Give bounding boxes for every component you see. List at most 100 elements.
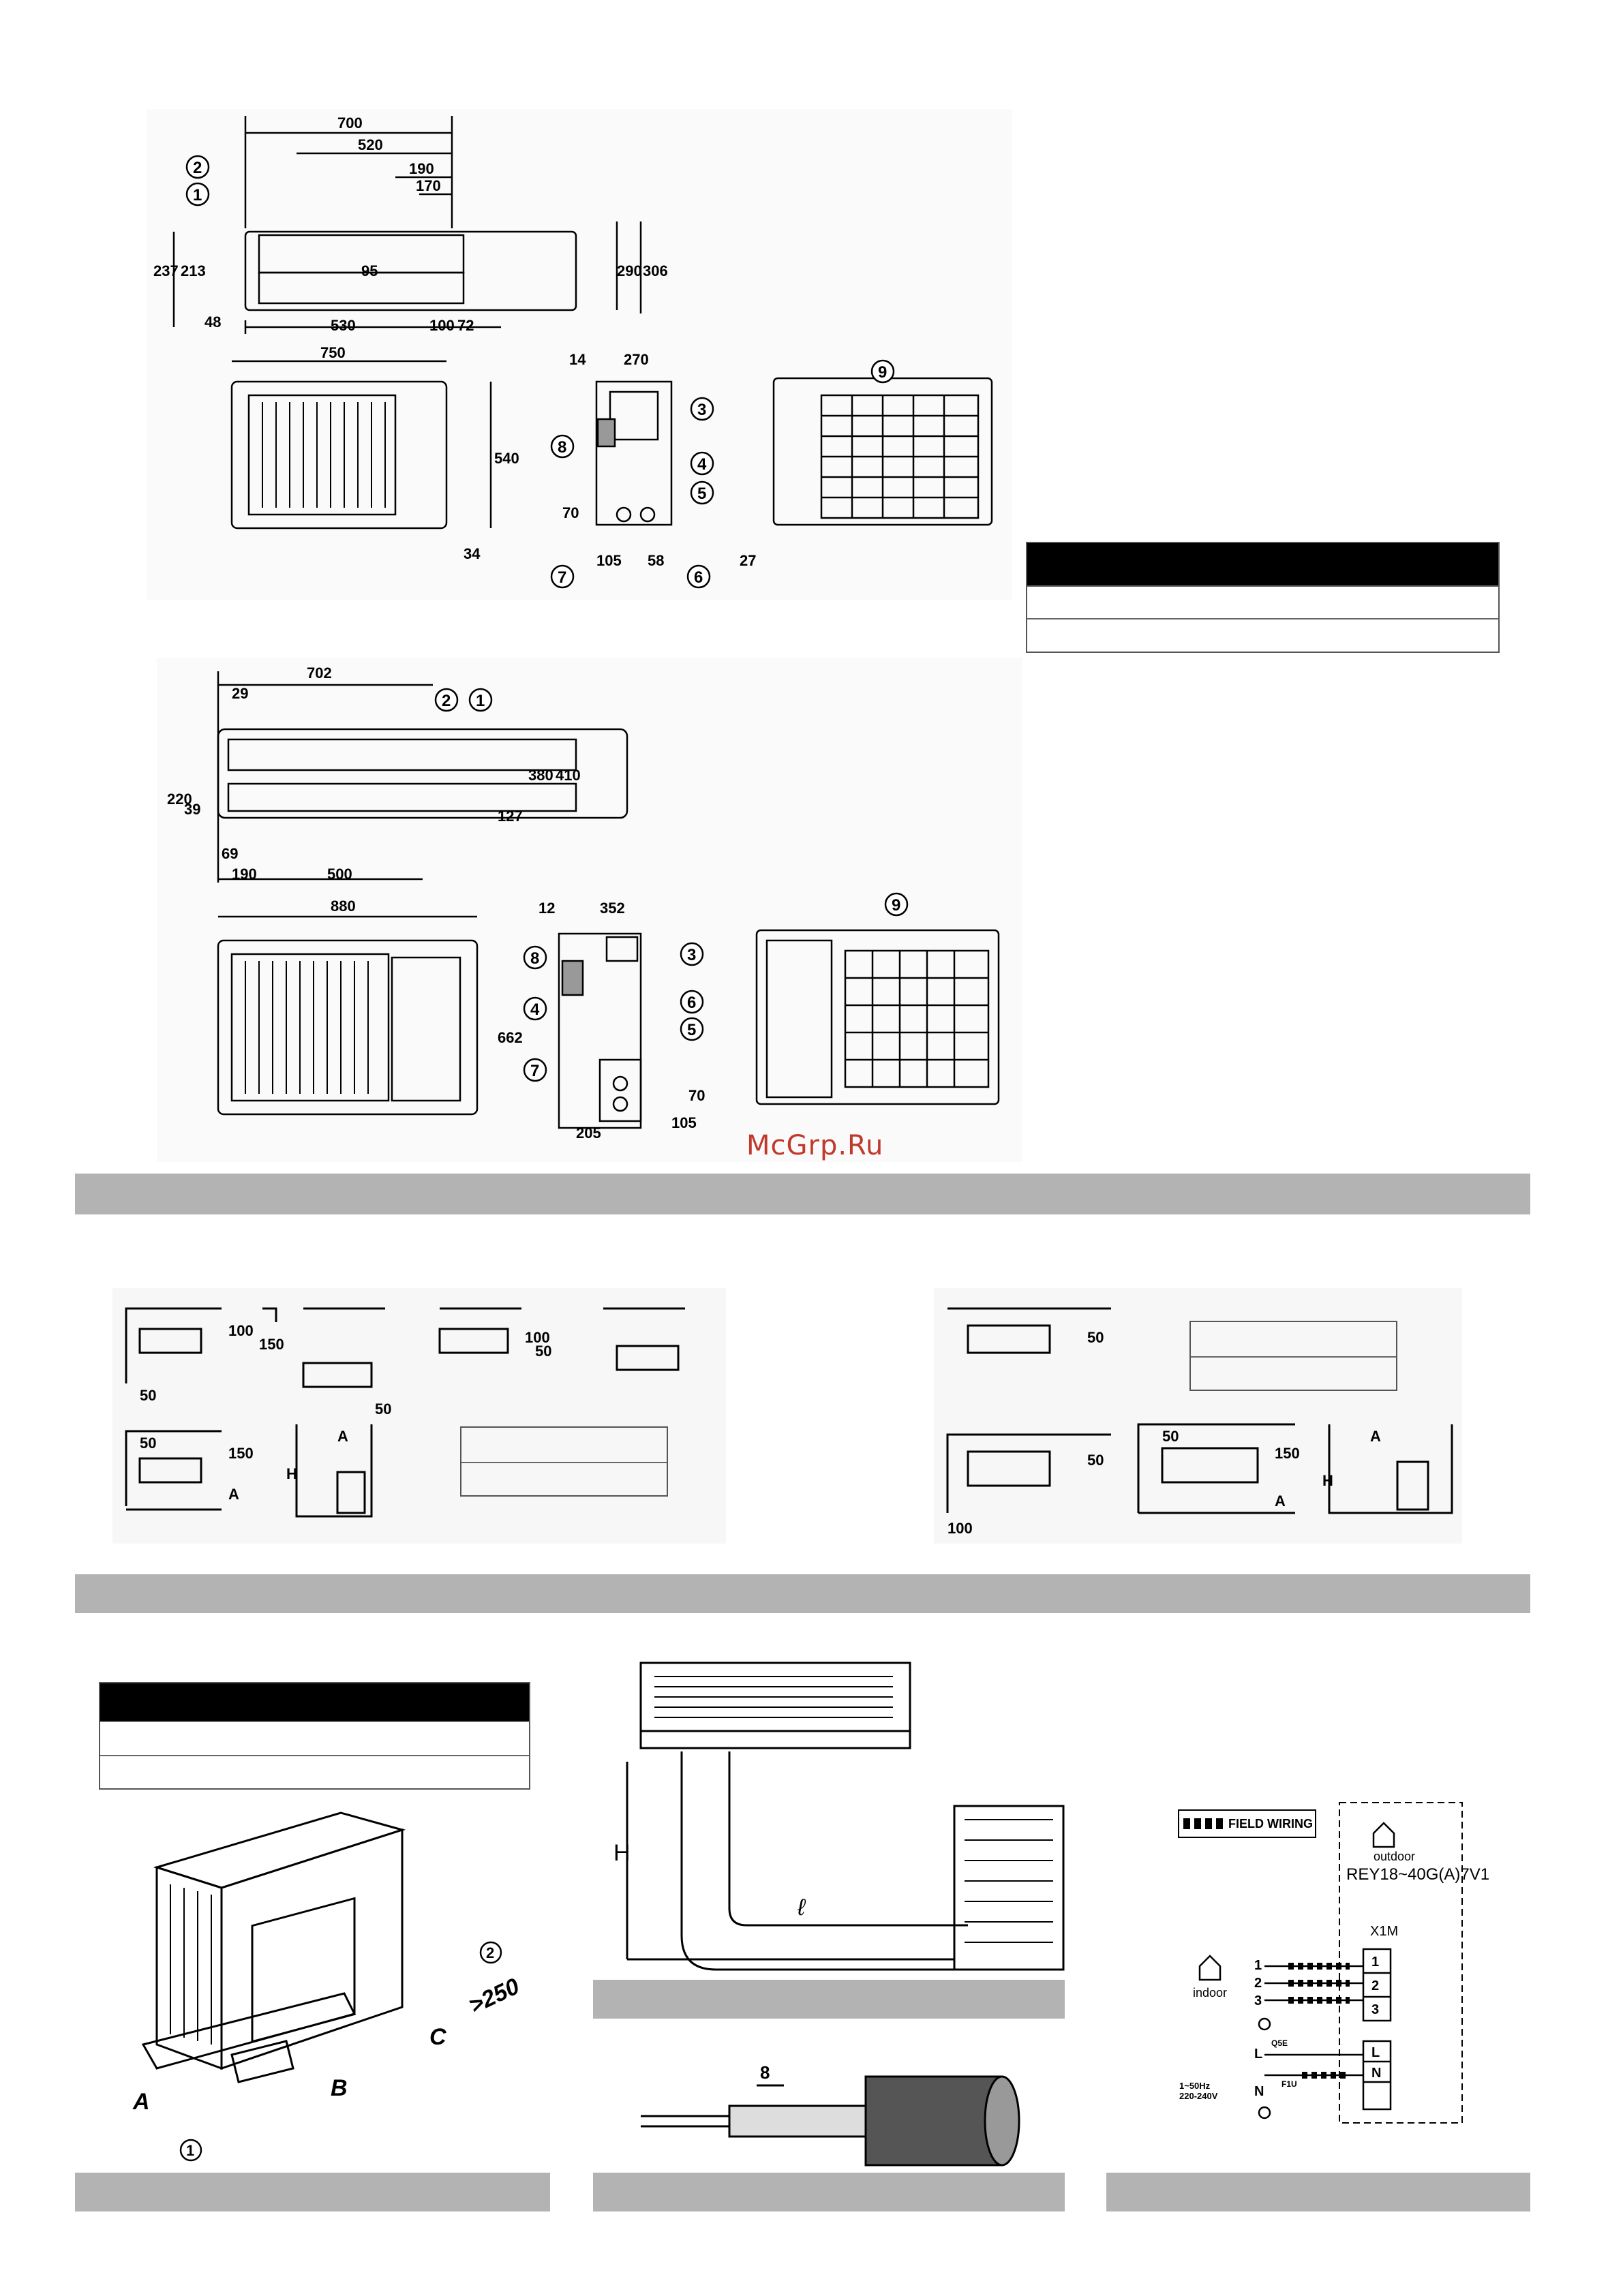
dim-306: 306 (643, 262, 668, 279)
dim-72: 72 (457, 317, 474, 334)
section-bar-piping (593, 1980, 1065, 2019)
clr-dim: A (1275, 1493, 1286, 1510)
dim-500: 500 (327, 866, 352, 883)
dim-700: 700 (337, 114, 363, 132)
indoor-label: indoor (1193, 1986, 1227, 2000)
dim-39: 39 (184, 801, 200, 818)
terminal-N: N (1371, 2066, 1381, 2081)
spec-table-1-row (1027, 585, 1498, 618)
callout-1: 1 (186, 2142, 194, 2159)
clr-dim: 50 (375, 1400, 391, 1418)
section-bar-strip (593, 2173, 1065, 2211)
spec-table-2-row (100, 1721, 529, 1755)
terminal-block-label: X1M (1370, 1924, 1398, 1939)
dim-352: 352 (600, 900, 625, 917)
field-wiring-legend: FIELD WIRING (1178, 1809, 1316, 1838)
callout-7: 7 (530, 1062, 539, 1080)
dim-220: 220 (167, 791, 192, 808)
dim-540: 540 (494, 450, 519, 467)
dim-270: 270 (624, 351, 649, 368)
dim-8: 8 (760, 2062, 770, 2083)
spec-table-2-header (100, 1683, 529, 1721)
callout-4: 4 (697, 455, 707, 474)
spec-table-1 (1026, 542, 1500, 653)
spec-table-2 (99, 1682, 530, 1790)
dim-750: 750 (320, 344, 346, 361)
dim-A: A (132, 2089, 150, 2115)
small-front-grille (262, 402, 386, 508)
dim-105: 105 (596, 552, 622, 569)
clr-dim: 150 (259, 1336, 284, 1353)
dim-170: 170 (416, 177, 441, 194)
small-unit-diagrams: 700 520 190 170 237 213 48 95 290 306 53… (147, 109, 1012, 600)
wire-3: 3 (1254, 1993, 1262, 2008)
dim-70: 70 (562, 504, 579, 521)
terminal-1: 1 (1371, 1955, 1379, 1970)
dim-237: 237 (153, 262, 179, 279)
callout-3: 3 (697, 401, 706, 419)
dim-530: 530 (331, 317, 356, 334)
callout-4: 4 (530, 1000, 540, 1019)
section-bar-1 (75, 1174, 1530, 1214)
callout-3: 3 (687, 946, 696, 964)
field-wiring-icon (1183, 1818, 1224, 1829)
terminal-3: 3 (1371, 2002, 1379, 2017)
large-unit-side-view (558, 932, 642, 1129)
power-L: L (1254, 2047, 1262, 2062)
clr-dim: 150 (228, 1445, 254, 1462)
callout-8: 8 (558, 438, 566, 457)
callout-6: 6 (694, 568, 703, 587)
callout-1: 1 (476, 692, 485, 710)
dim-190: 190 (232, 866, 257, 883)
dim-69: 69 (222, 845, 238, 862)
dim-B: B (331, 2075, 348, 2101)
clearance-table-right (1189, 1321, 1397, 1391)
small-unit-side-view (595, 380, 673, 526)
wire-2: 2 (1254, 1976, 1262, 1991)
watermark: McGrp.Ru (746, 1130, 884, 1161)
dim-380: 380 (528, 767, 553, 784)
wire-1: 1 (1254, 1958, 1262, 1973)
callout-5: 5 (697, 485, 706, 503)
clr-dim: 50 (140, 1435, 156, 1452)
dim-105: 105 (671, 1114, 697, 1131)
clearance-table-left (460, 1426, 668, 1497)
large-unit-front-view (217, 915, 479, 1116)
dim-205: 205 (576, 1124, 601, 1142)
clearance-table-left-row (461, 1462, 667, 1495)
dim-213: 213 (181, 262, 206, 279)
dim-662: 662 (498, 1029, 523, 1046)
callout-2: 2 (486, 1944, 494, 1961)
small-unit-rear-view (772, 377, 993, 526)
callout-7: 7 (558, 568, 566, 587)
dim-48: 48 (204, 313, 221, 331)
clearance-diagrams-left: 100 150 50 50 100 50 50 150 A H A (112, 1288, 726, 1544)
dim-127: 127 (498, 808, 523, 825)
dim-520: 520 (358, 136, 383, 153)
wire-strip-diagram: 8 (641, 2062, 1020, 2167)
terminal-2: 2 (1371, 1978, 1379, 1993)
small-unit-front-view (230, 360, 492, 530)
clearance-table-right-row (1191, 1356, 1396, 1390)
clr-dim: H (286, 1465, 297, 1482)
large-unit-diagrams: 702 29 220 39 69 190 500 127 380 410 2 1… (157, 658, 1022, 1162)
outdoor-label: outdoor (1374, 1850, 1415, 1863)
small-side-callouts: 3 4 5 6 7 8 (550, 397, 714, 589)
callout-9: 9 (892, 896, 900, 915)
dim-290: 290 (617, 262, 642, 279)
dim-29: 29 (232, 685, 248, 702)
dim-70: 70 (688, 1087, 705, 1104)
callout-5: 5 (687, 1021, 696, 1039)
supply-voltage: 220-240V (1179, 2091, 1218, 2101)
small-unit-top-view (172, 116, 642, 334)
qse-label: Q5E (1271, 2038, 1288, 2048)
dim-880: 880 (331, 898, 356, 915)
clr-dim: 50 (1087, 1452, 1104, 1469)
clr-dim: 100 (525, 1329, 550, 1346)
piping-diagram: H ℓ (613, 1662, 1065, 1971)
clr-dim: H (1322, 1472, 1333, 1489)
supply-freq: 1~50Hz (1179, 2081, 1211, 2091)
install-isometric: A B C >250 1 2 (132, 1811, 524, 2162)
dim-95: 95 (361, 262, 378, 279)
large-front-grille (245, 961, 369, 1094)
